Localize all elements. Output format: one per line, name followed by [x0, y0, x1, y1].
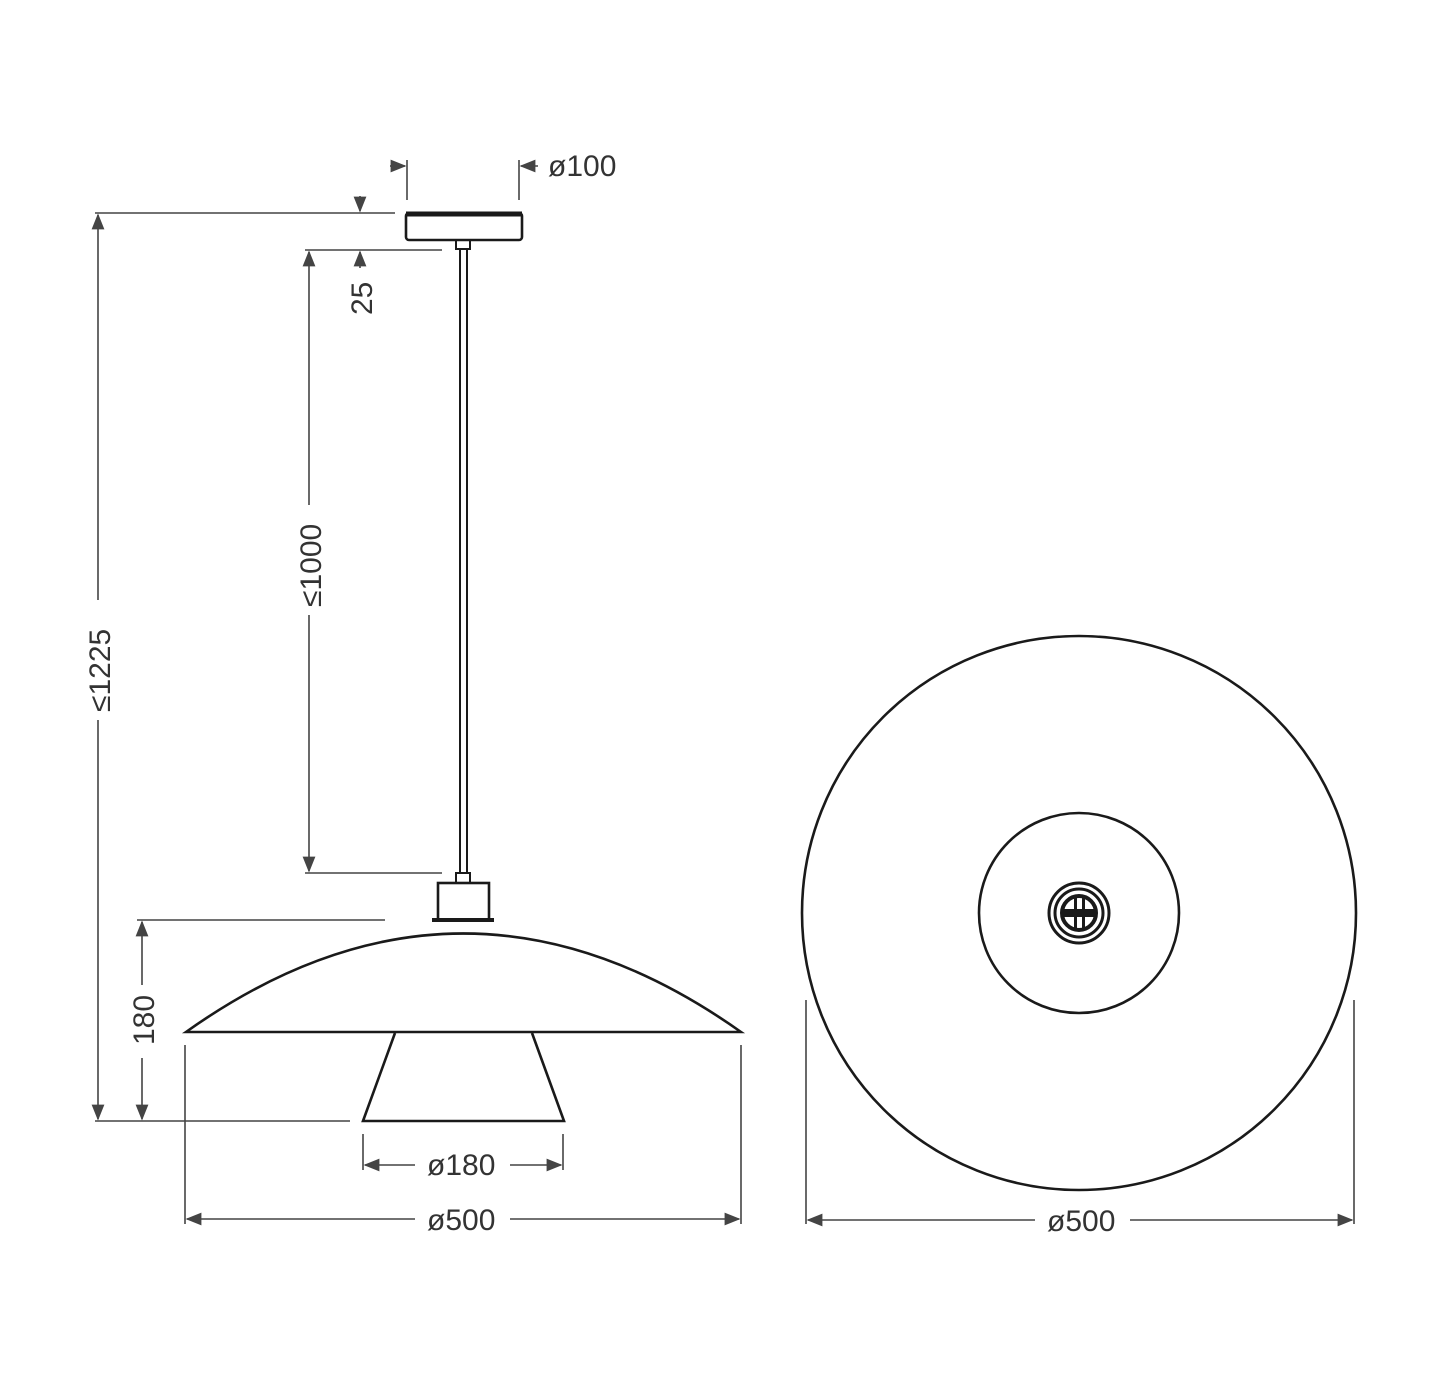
- bottom-shade-diameter-label: ø500: [1047, 1205, 1115, 1238]
- shade-diameter-label: ø500: [427, 1204, 495, 1237]
- diffuser-diameter-label: ø180: [427, 1149, 495, 1182]
- shade-height-label: 180: [128, 995, 161, 1045]
- shade-outline: [800, 634, 1358, 1192]
- socket-housing: [436, 881, 491, 922]
- lamp-socket-icon: [1047, 881, 1111, 945]
- cable-length-label: ≤1000: [295, 524, 328, 607]
- diffuser-outline: [977, 811, 1181, 1015]
- shade: [181, 932, 746, 1034]
- total-height-label: ≤1225: [84, 629, 117, 712]
- canopy-height-label: 25: [346, 282, 379, 315]
- diffuser-cone: [361, 1032, 566, 1123]
- canopy: [404, 211, 524, 242]
- canopy-diameter-label: ø100: [548, 150, 616, 183]
- bottom-view: ø500: [800, 634, 1358, 1238]
- side-view: ø100 ≤1225 25 ≤1000 180 ø180 ø500: [84, 150, 746, 1237]
